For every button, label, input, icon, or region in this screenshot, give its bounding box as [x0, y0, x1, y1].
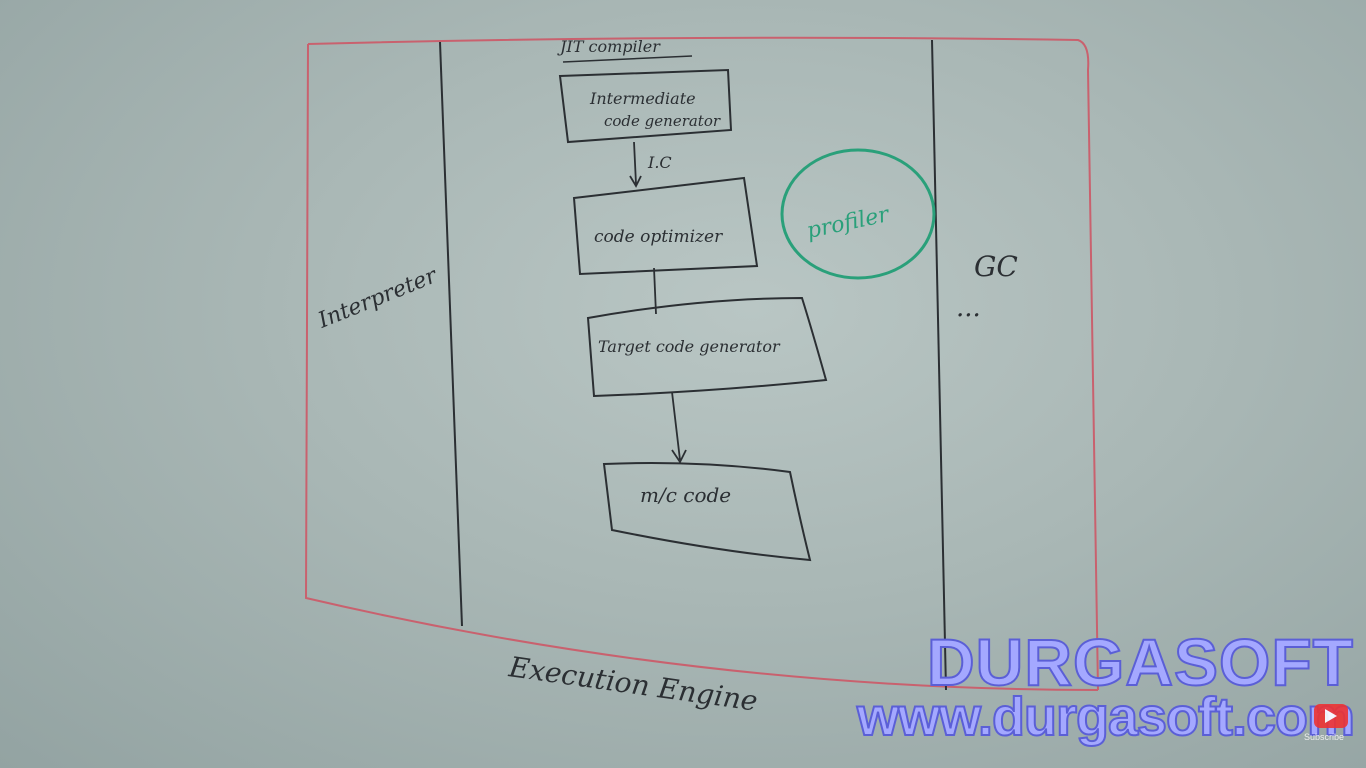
mc-code-label: m/c code	[640, 483, 731, 507]
ellipsis-label: ...	[956, 293, 981, 323]
execution-engine-frame	[304, 36, 1099, 691]
jit-compiler-label: JIT compiler	[557, 37, 661, 56]
target-code-generator-label: Target code generator	[598, 337, 781, 356]
target-code-generator-box	[586, 296, 828, 398]
intermediate-line2: code generator	[604, 112, 721, 130]
arrow-ic	[629, 141, 642, 188]
code-optimizer-box	[572, 176, 759, 276]
play-icon	[1325, 709, 1337, 723]
execution-engine-label: Execution Engine	[506, 650, 760, 718]
interpreter-label: Interpreter	[314, 263, 442, 334]
arrow-optimizer-target	[653, 267, 657, 315]
gc-label: GC	[974, 250, 1018, 283]
profiler-circle	[780, 148, 936, 280]
intermediate-code-generator-box	[558, 68, 733, 144]
divider-right	[931, 39, 947, 691]
watermark-url: www.durgasoft.com	[856, 686, 1356, 748]
profiler-label: profiler	[805, 202, 893, 244]
code-optimizer-label: code optimizer	[594, 227, 723, 247]
divider-left	[439, 41, 463, 627]
jit-underline	[562, 55, 693, 63]
subscribe-label: Subscribe	[1303, 732, 1344, 742]
arrow-ic-label: I.C	[647, 153, 672, 172]
arrow-target-mc	[671, 391, 687, 464]
intermediate-line1: Intermediate	[589, 89, 696, 108]
mc-code-box	[602, 462, 812, 562]
subscribe-button[interactable]	[1314, 704, 1348, 728]
watermark-title: DURGASOFT	[926, 624, 1354, 700]
